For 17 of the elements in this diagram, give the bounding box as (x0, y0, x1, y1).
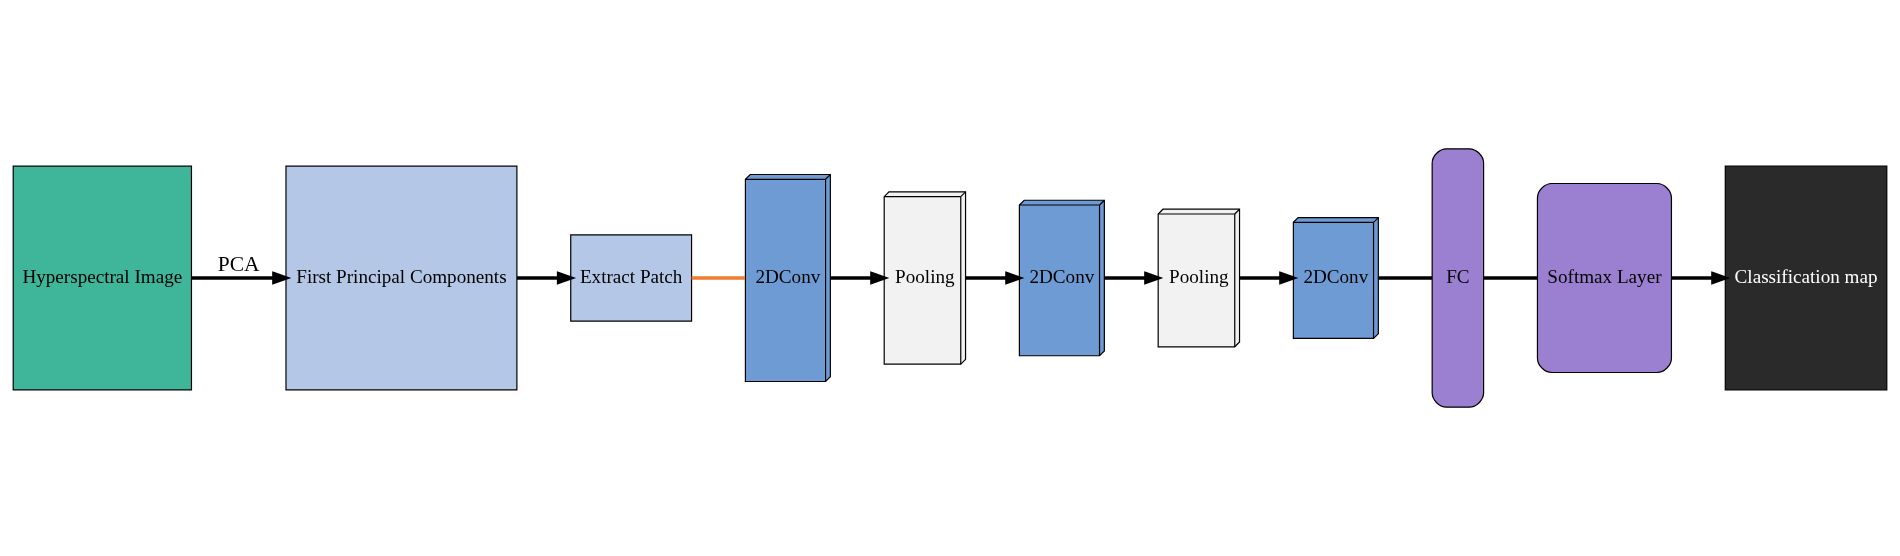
arrow (1239, 271, 1299, 285)
connector (1483, 276, 1538, 280)
node-box: Extract Patch (570, 234, 693, 322)
edge-label: PCA (217, 252, 260, 277)
node-box: Softmax Layer (1536, 182, 1673, 374)
arrow (516, 271, 577, 285)
arrow (830, 271, 890, 285)
arrow (191, 271, 292, 285)
node-box: FC (1431, 148, 1485, 408)
arrow (1104, 271, 1164, 285)
node-box: Classification map (1724, 165, 1888, 391)
arrow (965, 271, 1025, 285)
connector (1378, 276, 1432, 280)
node-box: Hyperspectral Image (12, 165, 193, 391)
arrow (1671, 271, 1731, 285)
node-box: First Principal Components (285, 165, 518, 391)
connector (691, 276, 746, 280)
